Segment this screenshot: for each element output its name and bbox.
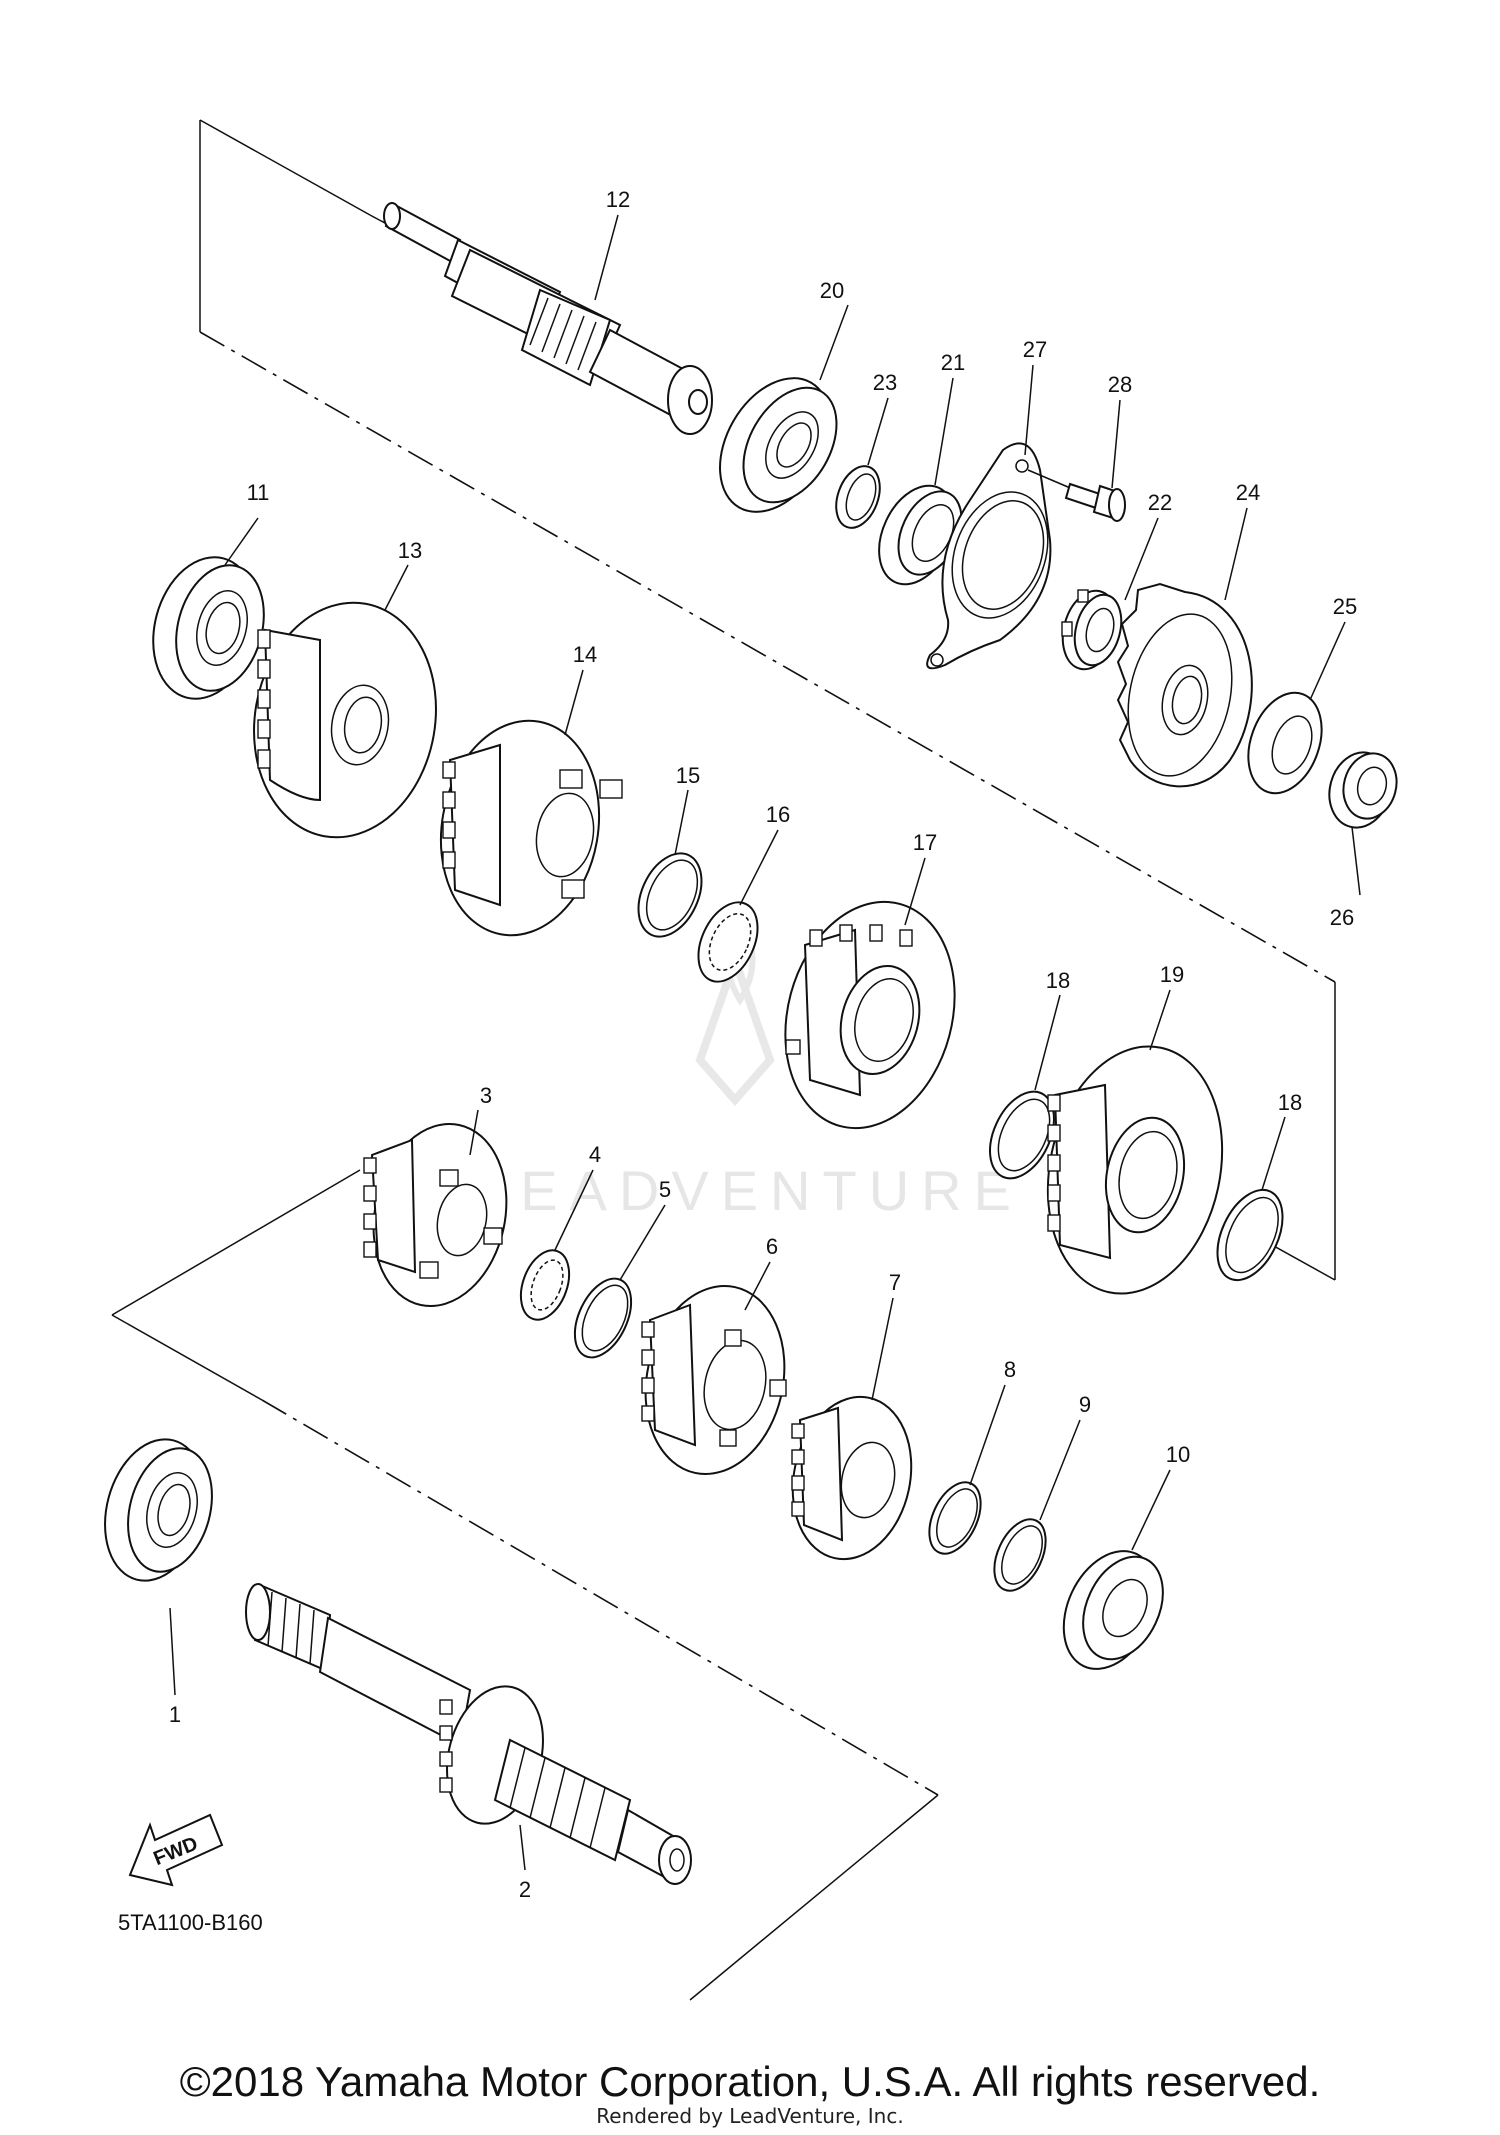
callout-11: 11 <box>247 480 270 505</box>
part-27-retainer-plate[interactable] <box>926 442 1076 670</box>
part-10-bearing[interactable] <box>1046 1536 1179 1684</box>
part-18-circlip-a[interactable] <box>977 1081 1067 1188</box>
part-25-lock-washer[interactable] <box>1235 683 1334 804</box>
part-12-main-axle[interactable] <box>369 202 713 435</box>
leader-lines <box>169 214 1361 1871</box>
lower-assembly-outline <box>111 1169 939 2001</box>
callout-25: 25 <box>1333 594 1357 619</box>
callout-15: 15 <box>676 763 700 788</box>
callout-26: 26 <box>1330 905 1354 930</box>
callout-3: 3 <box>480 1083 492 1108</box>
part-11-bearing[interactable] <box>138 546 277 711</box>
callout-18b: 18 <box>1278 1090 1302 1115</box>
watermark: LEADVENTURE <box>477 918 1023 1222</box>
part-15-circlip[interactable] <box>626 843 714 946</box>
callout-24: 24 <box>1236 480 1260 505</box>
callout-14: 14 <box>573 642 597 667</box>
rendered-by-credit: Rendered by LeadVenture, Inc. <box>596 2104 904 2128</box>
part-20-bearing[interactable] <box>697 359 855 532</box>
part-18-circlip-b[interactable] <box>1204 1180 1295 1291</box>
copyright-notice: ©2018 Yamaha Motor Corporation, U.S.A. A… <box>179 2058 1321 2105</box>
part-26-nut[interactable] <box>1321 746 1403 835</box>
callout-9: 9 <box>1079 1392 1091 1417</box>
callout-8: 8 <box>1004 1357 1016 1382</box>
callout-5: 5 <box>659 1177 671 1202</box>
fwd-arrow-icon: FWD <box>128 1813 224 1887</box>
part-13-gear[interactable] <box>236 588 454 852</box>
callout-21: 21 <box>941 350 965 375</box>
transmission-exploded-diagram: LEADVENTURE <box>90 119 1403 2001</box>
part-23-ring[interactable] <box>828 460 887 534</box>
upper-assembly-outline <box>199 119 1336 1281</box>
part-6-gear[interactable] <box>629 1273 802 1487</box>
part-14-gear[interactable] <box>424 708 623 948</box>
part-3-gear[interactable] <box>357 1111 522 1318</box>
callout-17: 17 <box>913 830 937 855</box>
part-16-washer[interactable] <box>687 893 770 991</box>
callout-28: 28 <box>1108 372 1132 397</box>
part-1-bearing[interactable] <box>90 1428 225 1592</box>
callout-23: 23 <box>873 370 897 395</box>
callout-13: 13 <box>398 538 422 563</box>
callout-7: 7 <box>889 1270 901 1295</box>
callout-10: 10 <box>1166 1442 1190 1467</box>
callout-12: 12 <box>606 187 630 212</box>
part-8-ring[interactable] <box>919 1474 991 1561</box>
part-28-bolt[interactable] <box>1064 482 1126 522</box>
callout-2: 2 <box>519 1877 531 1902</box>
part-7-gear[interactable] <box>778 1386 926 1571</box>
part-19-gear[interactable] <box>1026 1030 1244 1310</box>
part-9-circlip[interactable] <box>984 1511 1056 1598</box>
part-2-drive-axle[interactable] <box>245 1583 692 1885</box>
callout-16: 16 <box>766 802 790 827</box>
callout-1: 1 <box>169 1702 181 1727</box>
part-22-collar[interactable] <box>1055 585 1129 676</box>
callout-19: 19 <box>1160 962 1184 987</box>
callout-18a: 18 <box>1046 968 1070 993</box>
part-5-circlip[interactable] <box>563 1270 642 1366</box>
part-4-washer[interactable] <box>512 1244 578 1327</box>
callout-27: 27 <box>1023 337 1047 362</box>
callout-20: 20 <box>820 278 844 303</box>
callout-4: 4 <box>589 1142 601 1167</box>
callout-6: 6 <box>766 1234 778 1259</box>
part-17-gear[interactable] <box>761 883 979 1148</box>
part-24-drive-sprocket[interactable] <box>1114 582 1253 788</box>
watermark-text: LEADVENTURE <box>477 1159 1023 1222</box>
callout-numbers: 1 2 3 4 5 6 7 8 9 10 11 12 13 14 15 16 1… <box>169 187 1357 1902</box>
diagram-code: 5TA1100-B160 <box>118 1910 263 1935</box>
callout-22: 22 <box>1148 490 1172 515</box>
